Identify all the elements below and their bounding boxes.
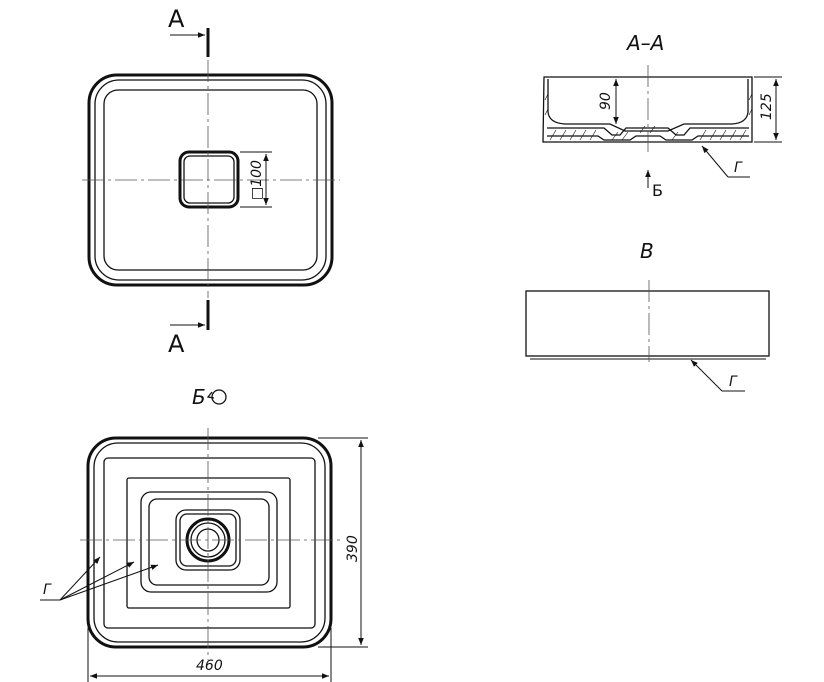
view-v: В Г (525, 239, 770, 392)
leader-g-section-label: Г (734, 160, 743, 176)
view-arrow-b: Б (645, 170, 663, 200)
section-hatch (544, 93, 753, 141)
leader-g-bottom: Г (40, 556, 159, 601)
view-arrow-b-label: Б (652, 181, 663, 200)
section-a-a: A–A (542, 31, 782, 200)
leader-g-side-label: Г (729, 374, 738, 390)
dim-height-125: 125 (754, 76, 782, 143)
section-label-top: A (168, 5, 185, 33)
dim-drain: □100 (240, 151, 272, 208)
section-outline (542, 76, 753, 143)
section-marker-bottom: A (168, 300, 210, 358)
dim-depth-90: 90 (598, 79, 619, 124)
drain-outline (178, 150, 240, 209)
view-b: Б 390 460 (40, 385, 368, 682)
dim-460-label: 460 (196, 658, 223, 674)
leader-g-side: Г (690, 359, 745, 392)
bottom-step-outer (140, 491, 278, 593)
bottom-foot-outer (103, 457, 316, 629)
bottom-outer (86, 436, 333, 649)
dim-390: 390 (318, 437, 368, 648)
section-label-bottom: A (168, 330, 185, 358)
leader-g-bottom-label: Г (43, 582, 52, 598)
dim-depth-90-label: 90 (598, 92, 614, 110)
view-v-title: В (640, 239, 654, 263)
bottom-step-inner (148, 498, 270, 586)
drain-inner (183, 155, 235, 204)
dim-390-label: 390 (345, 535, 361, 562)
section-a-a-title: A–A (625, 31, 664, 55)
section-bowl (547, 79, 749, 132)
dim-460: 460 (87, 628, 332, 682)
section-floor (547, 127, 749, 136)
dim-height-125-label: 125 (759, 93, 775, 120)
top-view: A A □100 (82, 5, 340, 358)
side-elevation (525, 290, 770, 357)
section-marker-top: A (168, 5, 210, 57)
view-b-title: Б (192, 385, 206, 409)
bottom-rim-inner (93, 442, 326, 643)
leader-g-section: Г (701, 145, 750, 178)
rotate-icon (206, 389, 227, 405)
bottom-foot-ring (126, 477, 291, 609)
dim-drain-label: □100 (249, 160, 265, 200)
